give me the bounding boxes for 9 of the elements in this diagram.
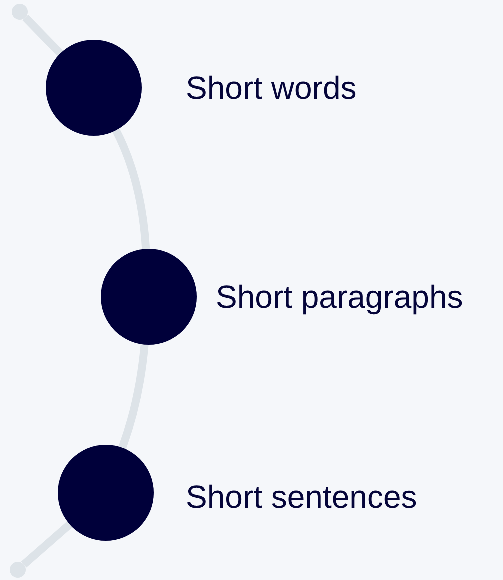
end-dot [12,4,28,20]
end-dot [10,562,26,578]
connector-line [22,14,64,56]
connector-line [21,522,72,568]
item-label: Short words [186,69,357,107]
connector-line [118,344,149,450]
connector-line [112,128,150,250]
item-label: Short paragraphs [216,278,464,316]
item-label: Short sentences [186,478,418,516]
